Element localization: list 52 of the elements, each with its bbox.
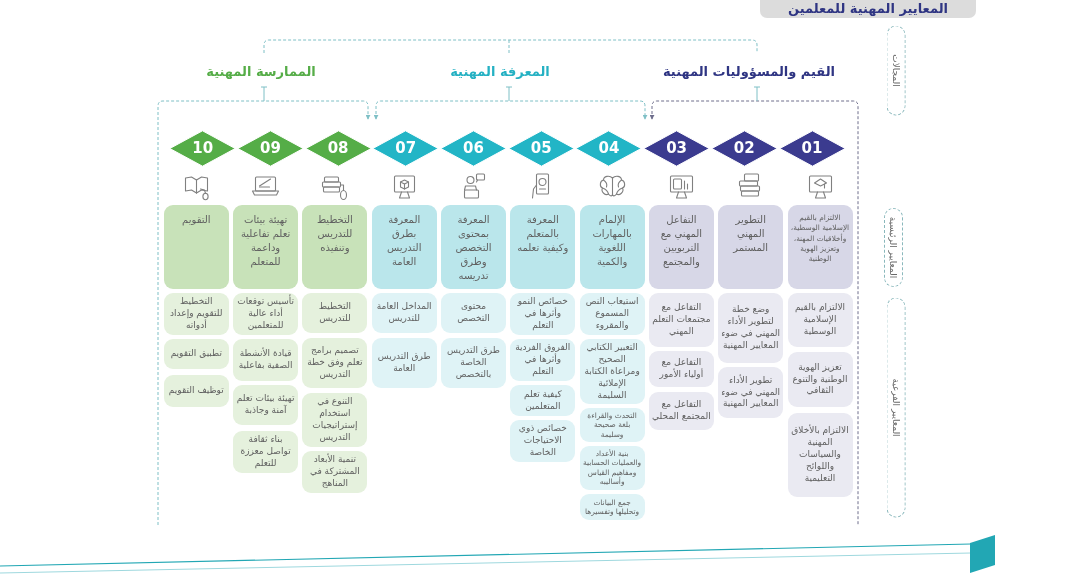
sub-standard-box: خصائص ذوي الاحتياجات الخاصة	[510, 420, 576, 462]
title: المعايير المهنية للمعلمين	[760, 0, 976, 18]
standard-box: المعرفة بمحتوى التخصص وطرق تدريسه	[441, 205, 506, 289]
number-diamond: 01	[778, 130, 846, 167]
sub-standard-box: محتوى التخصص	[441, 293, 506, 333]
sub-standard-box: بناء ثقافة تواصل معززة للتعلم	[233, 431, 299, 473]
sub-standard-box: توظيف التقويم	[163, 375, 229, 407]
sub-standard-box: التفاعل مع مجتمعات التعلم المهني	[648, 293, 714, 347]
standard-box: الإلمام بالمهارات اللغوية والكمية	[579, 205, 645, 289]
standard-box: المعرفة بالمتعلم وكيفية تعلمه	[510, 205, 576, 289]
standard-box: التقويم	[163, 205, 229, 289]
sub-standard-box: استيعاب النص المسموع والمقروء	[579, 293, 645, 335]
standard-box: التخطيط للتدريس وتنفيذه	[302, 205, 368, 289]
sub-standard-box: التفاعل مع المجتمع المحلي	[648, 392, 714, 430]
sub-standard-box: التعبير الكتابي الصحيح ومراعاة الكتابة الإملائية السليمة	[579, 339, 645, 405]
heading: الممارسة المهنية	[206, 63, 316, 79]
sub-standard-box: تهيئة بيئات تعلم آمنة وجاذبة	[233, 385, 299, 425]
number-diamond: 02	[710, 130, 778, 167]
number-diamond: 05	[507, 130, 575, 167]
sub-standard-box: التفاعل مع أولياء الأمور	[648, 351, 714, 387]
number-diamond: 10	[169, 130, 237, 167]
standard-box: تهيئة بيئات تعلم تفاعلية وداعمة للمتعلم	[233, 205, 299, 289]
sub-standard-box: خصائص النمو وأثرها في التعلم	[510, 293, 576, 335]
number-diamond: 08	[304, 130, 372, 167]
standard-box: التفاعل المهني مع التربويين والمجتمع	[648, 205, 714, 289]
number-diamond: 09	[236, 130, 304, 167]
sub-standard-box: طرق التدريس الخاصة بالتخصص	[441, 338, 506, 388]
sub-standard-box: تأسيس توقعات أداء عالية للمتعلمين	[233, 293, 299, 335]
heading: القيم والمسؤوليات المهنية	[662, 63, 836, 79]
sub-standard-box: طرق التدريس العامة	[371, 338, 437, 388]
sub-standard-box: كيفية تعلم المتعلمين	[510, 385, 576, 416]
number-diamond: 04	[575, 130, 643, 167]
sub-standard-box: تنمية الأبعاد المشتركة في المناهج	[302, 451, 368, 493]
standard-box: التطوير المهني المستمر	[718, 205, 784, 289]
sub-standard-box: قيادة الأنشطة الصفية بفاعلية	[233, 339, 299, 381]
sub-standard-box: التخطيط للتدريس	[302, 293, 368, 333]
number-diamond: 06	[440, 130, 507, 167]
heading: المعرفة المهنية	[450, 63, 550, 79]
sub-standard-box: تطوير الأداء المهني في ضوء المعايير المهنية	[718, 367, 784, 418]
sub-standard-box: تصميم برامج تعلم وفق خطة التدريس	[302, 338, 368, 388]
number-diamond: 03	[643, 130, 711, 167]
sub-standard-box: الالتزام بالأخلاق المهنية والسياسات واللوائح التعليمية	[787, 413, 853, 497]
sub-standard-box: الفروق الفردية وأثرها في التعلم	[510, 339, 576, 381]
sub-standard-box: تطبيق التقويم	[163, 339, 229, 369]
sub-standard-box: تعزيز الهوية الوطنية والتنوع الثقافي	[787, 352, 853, 407]
sub-standard-box: المداخل العامة للتدريس	[371, 293, 437, 333]
sub-standard-box: وضع خطة لتطوير الأداء المهني في ضوء المعايير المهنية	[718, 293, 784, 363]
sub-standard-box: التخطيط للتقويم وإعداد أدواته	[163, 293, 229, 335]
standard-box: المعرفة بطرق التدريس العامة	[371, 205, 437, 289]
number-diamond: 07	[372, 130, 440, 167]
sub-standard-box: التنوع في استخدام إستراتيجيات التدريس	[302, 393, 368, 447]
sub-standard-box: الالتزام بالقيم الإسلامية الوسطية	[787, 293, 853, 347]
